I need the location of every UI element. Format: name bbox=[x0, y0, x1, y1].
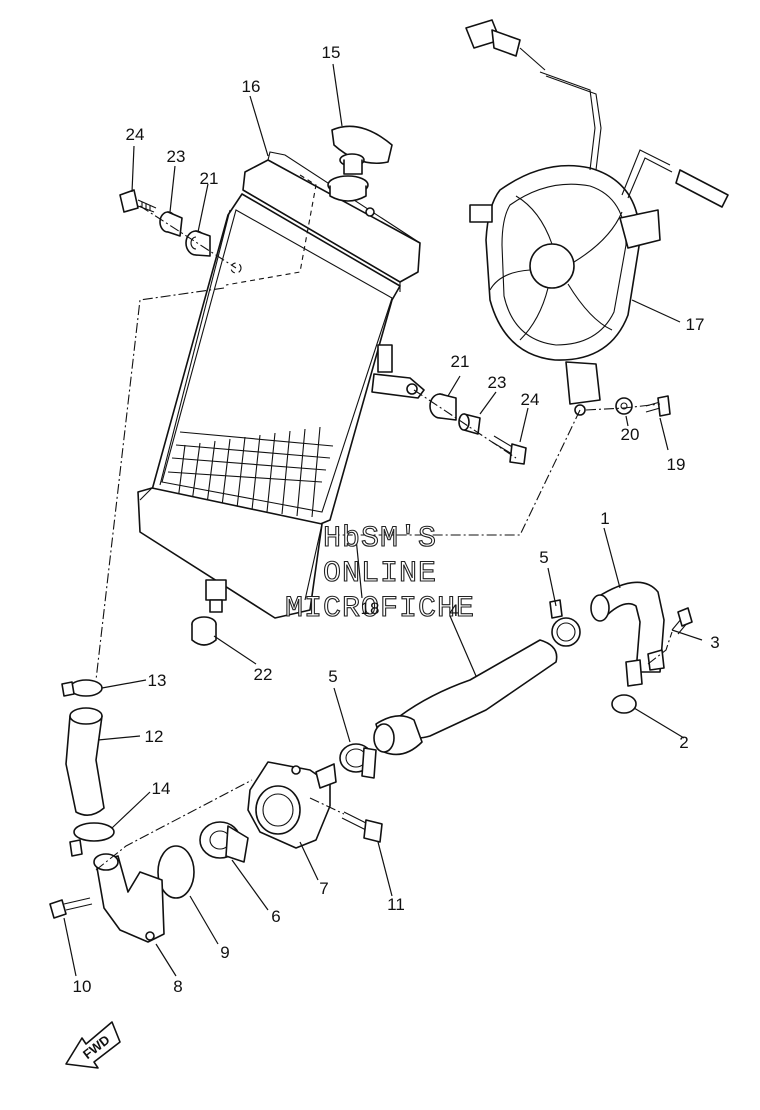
part-label-22: 22 bbox=[254, 665, 273, 684]
part-label-11: 11 bbox=[387, 895, 405, 914]
part-label-24-right: 24 bbox=[521, 390, 540, 409]
hose-pipe-1 bbox=[590, 581, 665, 687]
hose-12 bbox=[65, 707, 105, 816]
core-mesh bbox=[167, 426, 334, 518]
part-label-10: 10 bbox=[73, 977, 92, 996]
part-label-14: 14 bbox=[152, 779, 171, 798]
part-label-4: 4 bbox=[449, 601, 458, 620]
clamp-5-lower bbox=[339, 743, 377, 779]
lower-centerline bbox=[95, 779, 253, 871]
thermostat-housing-7 bbox=[247, 761, 337, 849]
bolt-10 bbox=[49, 897, 93, 919]
bolt-24-upper bbox=[119, 189, 157, 213]
hose-4 bbox=[373, 639, 558, 756]
part-label-17: 17 bbox=[686, 315, 705, 334]
part-label-7: 7 bbox=[319, 879, 328, 898]
bolt-3 bbox=[671, 607, 693, 635]
upper-mount-centerline bbox=[139, 205, 237, 269]
part-label-20: 20 bbox=[621, 425, 640, 444]
part-labels: 1 2 3 4 5 5 6 7 8 9 10 11 12 13 14 15 16… bbox=[73, 43, 720, 996]
part-label-16: 16 bbox=[242, 77, 261, 96]
part-label-9: 9 bbox=[220, 943, 229, 962]
part-label-23-upper: 23 bbox=[167, 147, 186, 166]
hidden-mount-hole bbox=[230, 262, 242, 274]
o-ring-2 bbox=[611, 694, 637, 714]
right-mount-centerline bbox=[413, 389, 517, 459]
forward-direction-arrow: FWD bbox=[65, 1021, 121, 1069]
part-label-21-upper: 21 bbox=[200, 169, 219, 188]
washer-20 bbox=[615, 397, 633, 415]
hidden-line-upper bbox=[225, 174, 317, 286]
radiator bbox=[137, 151, 425, 619]
part-label-15: 15 bbox=[322, 43, 341, 62]
collar-23-right bbox=[458, 413, 481, 435]
part-label-6: 6 bbox=[271, 907, 280, 926]
thermostat-6 bbox=[199, 821, 249, 863]
part-label-23-right: 23 bbox=[488, 373, 507, 392]
fan-mount-centerline bbox=[585, 403, 661, 411]
bolt-11 bbox=[341, 811, 383, 843]
collar-23-upper bbox=[159, 211, 183, 237]
grommet-21-upper bbox=[185, 230, 211, 257]
radiator-cap bbox=[331, 125, 393, 175]
damper-22 bbox=[191, 616, 217, 646]
watermark-line1: HbSM'S bbox=[323, 522, 437, 556]
bolt-24-right bbox=[491, 435, 527, 465]
watermark: HbSM'S ONLINE MICROFICHE bbox=[284, 521, 475, 626]
part-label-13: 13 bbox=[148, 671, 167, 690]
part-label-2: 2 bbox=[679, 733, 688, 752]
bolt-3-centerline bbox=[647, 631, 673, 665]
fan-radiator-link bbox=[330, 409, 581, 536]
part-label-12: 12 bbox=[145, 727, 164, 746]
part-label-5-right: 5 bbox=[539, 548, 548, 567]
leader-lines bbox=[63, 63, 703, 977]
part-label-3: 3 bbox=[710, 633, 719, 652]
clamp-13 bbox=[61, 679, 103, 697]
clamp-14 bbox=[69, 822, 115, 857]
watermark-line2: ONLINE bbox=[323, 557, 437, 591]
gasket-9 bbox=[157, 845, 195, 899]
part-label-8: 8 bbox=[173, 977, 182, 996]
thermostat-cover-8 bbox=[93, 853, 165, 943]
part-label-24-upper: 24 bbox=[126, 125, 145, 144]
bolt-19 bbox=[645, 395, 671, 417]
clamp-5-right bbox=[549, 599, 581, 647]
part-label-21-right: 21 bbox=[451, 352, 470, 371]
part-label-19: 19 bbox=[667, 455, 686, 474]
part-label-5-lower: 5 bbox=[328, 667, 337, 686]
watermark-line3: MICROFICHE bbox=[285, 592, 475, 626]
bolt-11-centerline bbox=[309, 797, 345, 815]
part-label-1: 1 bbox=[600, 509, 609, 528]
grommet-21-right bbox=[429, 393, 457, 421]
part-label-18: 18 bbox=[361, 599, 380, 618]
cooling-fan bbox=[465, 19, 729, 416]
